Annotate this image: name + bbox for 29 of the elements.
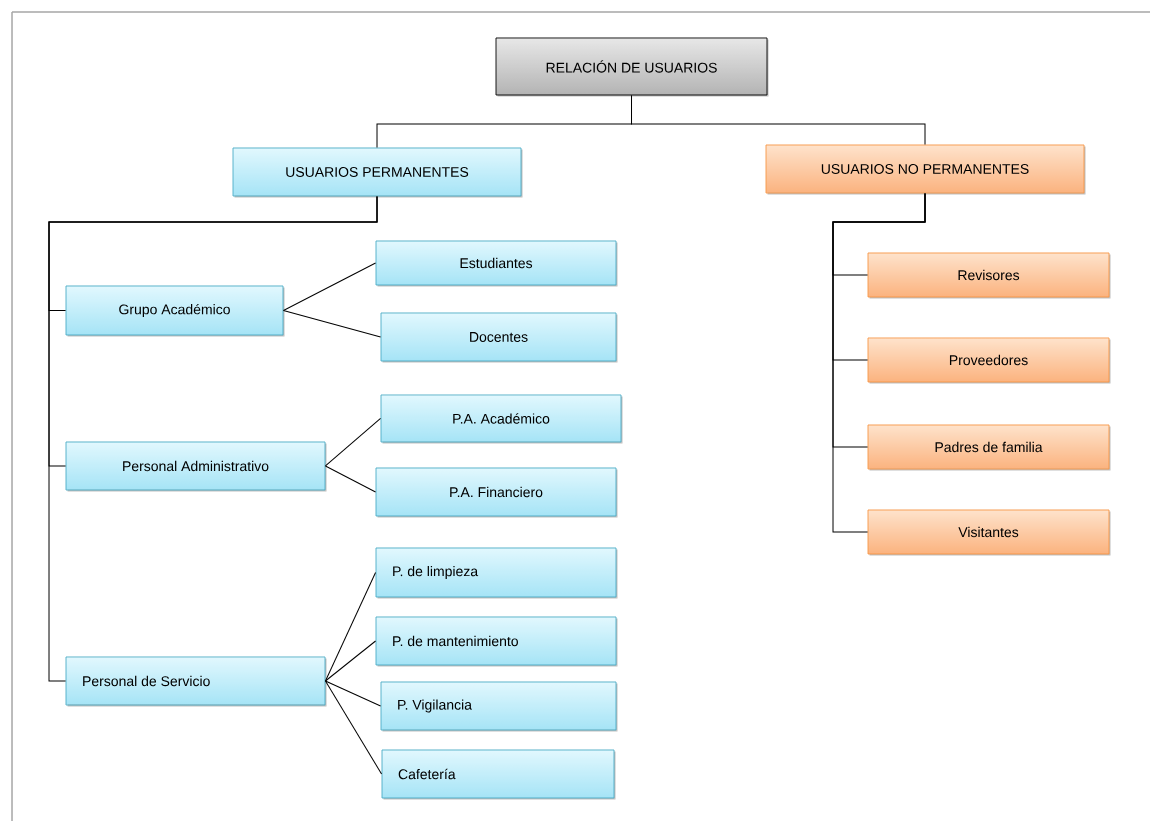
connector-line: [324, 572, 377, 682]
org-box: RELACIÓN DE USUARIOS: [495, 37, 769, 97]
connector-line: [324, 640, 377, 682]
org-box: Grupo Académico: [65, 285, 285, 337]
connector-line: [324, 465, 377, 493]
connector-line: [832, 192, 926, 533]
org-box: Personal Administrativo: [65, 441, 327, 492]
connector-line: [282, 262, 377, 311]
org-box: P. de limpieza: [375, 547, 618, 599]
org-box: Proveedores: [867, 337, 1111, 384]
org-box: Estudiantes: [375, 240, 618, 287]
org-box: Revisores: [867, 252, 1111, 299]
org-box: P. Vigilancia: [380, 681, 618, 732]
org-box: P.A. Financiero: [375, 467, 618, 518]
org-box: Docentes: [380, 312, 618, 363]
connector-line: [324, 680, 383, 775]
org-box: Padres de familia: [867, 424, 1111, 471]
org-box: P. de mantenimiento: [375, 616, 618, 667]
connector-line: [324, 418, 382, 467]
org-box: USUARIOS NO PERMANENTES: [765, 144, 1086, 195]
org-box: Personal de Servicio: [65, 656, 327, 707]
org-box: Cafetería: [381, 749, 616, 800]
connector-line: [48, 195, 378, 682]
org-box: Visitantes: [867, 509, 1111, 556]
org-box: USUARIOS PERMANENTES: [232, 147, 523, 198]
connector-line: [631, 94, 926, 146]
connector-line: [324, 680, 382, 707]
org-box: P.A. Académico: [380, 394, 623, 444]
connector-line: [282, 310, 382, 338]
